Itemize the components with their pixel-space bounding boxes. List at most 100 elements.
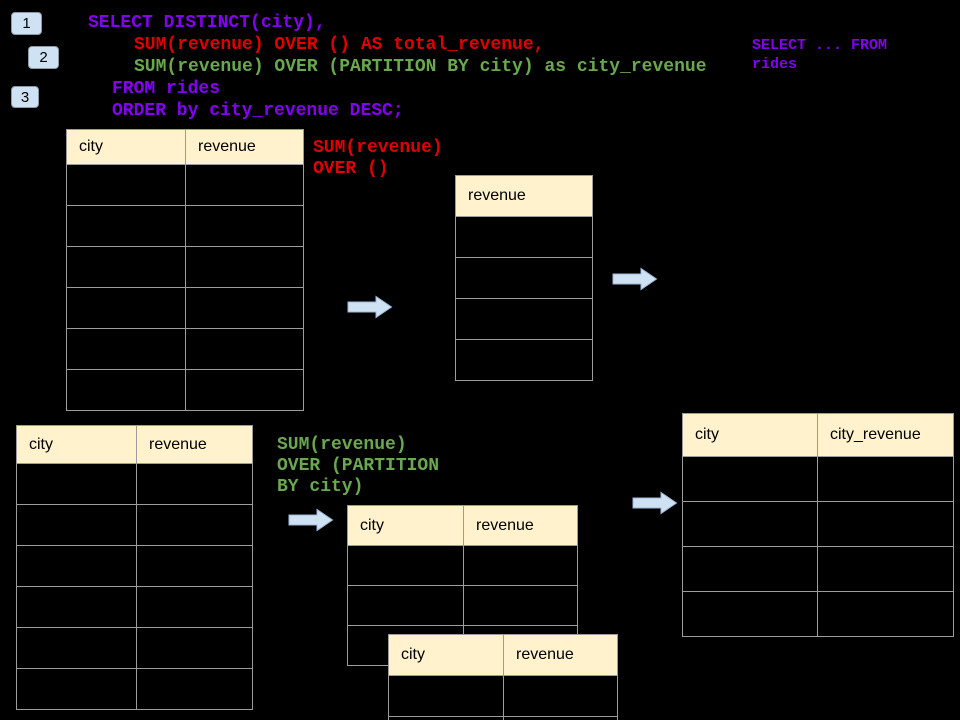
empty-cell: [388, 716, 504, 720]
table-row: [66, 369, 304, 411]
empty-cell: [66, 287, 186, 329]
header-row: city revenue: [16, 425, 253, 464]
empty-cell: [682, 546, 818, 592]
empty-cell: [66, 369, 186, 411]
header-row: revenue: [455, 175, 593, 217]
empty-cell: [136, 545, 253, 587]
empty-cell: [16, 586, 137, 628]
empty-cell: [185, 287, 304, 329]
sql-line-from: FROM rides: [112, 79, 221, 99]
empty-cell: [455, 257, 593, 299]
total-revenue-annotation-line-2: OVER (): [313, 159, 389, 179]
table-row: [16, 545, 253, 587]
empty-cell: [66, 205, 186, 247]
empty-cell: [817, 591, 954, 637]
empty-cell: [503, 716, 618, 720]
partition-annotation-line-1: SUM(revenue): [277, 435, 407, 455]
column-header-city: city: [388, 634, 504, 676]
empty-cell: [16, 463, 137, 505]
table-row: [388, 716, 618, 720]
column-header-revenue: revenue: [463, 505, 578, 546]
empty-cell: [136, 504, 253, 546]
empty-cell: [136, 668, 253, 710]
sql-line-select: SELECT DISTINCT(city),: [88, 13, 326, 33]
table-row: [388, 675, 618, 717]
table-row: [16, 463, 253, 505]
table-row: [66, 205, 304, 247]
empty-cell: [16, 668, 137, 710]
table-body: [455, 216, 593, 381]
table-row: [682, 546, 954, 592]
empty-cell: [817, 546, 954, 592]
table-row: [66, 287, 304, 329]
empty-cell: [136, 463, 253, 505]
step-badge-3: 3: [11, 86, 39, 108]
empty-cell: [66, 246, 186, 288]
table-row: [16, 627, 253, 669]
table-row: [66, 246, 304, 288]
flow-arrow-total-out: [612, 267, 658, 291]
table-row: [682, 456, 954, 502]
empty-cell: [682, 456, 818, 502]
empty-cell: [185, 328, 304, 370]
table-row: [682, 501, 954, 547]
column-header-revenue: revenue: [185, 129, 304, 165]
table-row: [16, 504, 253, 546]
table-body: [16, 463, 253, 710]
empty-cell: [455, 339, 593, 381]
empty-cell: [66, 164, 186, 206]
final-result-table: city city_revenue: [682, 413, 954, 637]
flow-arrow-partition: [288, 508, 334, 532]
total-revenue-annotation-line-1: SUM(revenue): [313, 138, 443, 158]
empty-cell: [136, 627, 253, 669]
table-row: [347, 545, 578, 586]
empty-cell: [66, 328, 186, 370]
sql-line-total-revenue: SUM(revenue) OVER () AS total_revenue,: [134, 35, 545, 55]
empty-cell: [463, 545, 578, 586]
sql-line-partition: SUM(revenue) OVER (PARTITION BY city) as…: [134, 57, 707, 77]
header-row: city revenue: [388, 634, 618, 676]
table-body: [388, 675, 618, 720]
partition-annotation-line-2: OVER (PARTITION: [277, 456, 440, 476]
partition-overlay-table: city revenue: [388, 634, 618, 720]
step-badge-2: 2: [28, 46, 59, 69]
empty-cell: [817, 456, 954, 502]
header-row: city revenue: [66, 129, 304, 165]
flow-arrow-total: [347, 295, 393, 319]
empty-cell: [185, 205, 304, 247]
empty-cell: [388, 675, 504, 717]
empty-cell: [347, 585, 464, 626]
table-row: [682, 591, 954, 637]
table-row: [66, 328, 304, 370]
empty-cell: [682, 501, 818, 547]
source-table-bottom: city revenue: [16, 425, 253, 710]
partition-annotation-line-3: BY city): [277, 477, 364, 497]
header-row: city city_revenue: [682, 413, 954, 457]
column-header-revenue: revenue: [136, 425, 253, 464]
empty-cell: [185, 164, 304, 206]
sql-line-order-by: ORDER by city_revenue DESC;: [112, 101, 404, 121]
table-row: [455, 216, 593, 258]
step-badge-1: 1: [11, 12, 42, 35]
empty-cell: [682, 591, 818, 637]
column-header-revenue: revenue: [503, 634, 618, 676]
empty-cell: [455, 298, 593, 340]
empty-cell: [136, 586, 253, 628]
flow-arrow-final: [632, 491, 678, 515]
total-revenue-table: revenue: [455, 175, 593, 381]
table-body: [682, 456, 954, 637]
side-note-line-2: rides: [752, 56, 798, 73]
table-row: [16, 668, 253, 710]
table-row: [455, 298, 593, 340]
empty-cell: [185, 246, 304, 288]
header-row: city revenue: [347, 505, 578, 546]
empty-cell: [463, 585, 578, 626]
empty-cell: [455, 216, 593, 258]
empty-cell: [347, 545, 464, 586]
column-header-city: city: [347, 505, 464, 546]
column-header-city: city: [682, 413, 818, 457]
empty-cell: [185, 369, 304, 411]
column-header-revenue: revenue: [455, 175, 593, 217]
empty-cell: [16, 627, 137, 669]
